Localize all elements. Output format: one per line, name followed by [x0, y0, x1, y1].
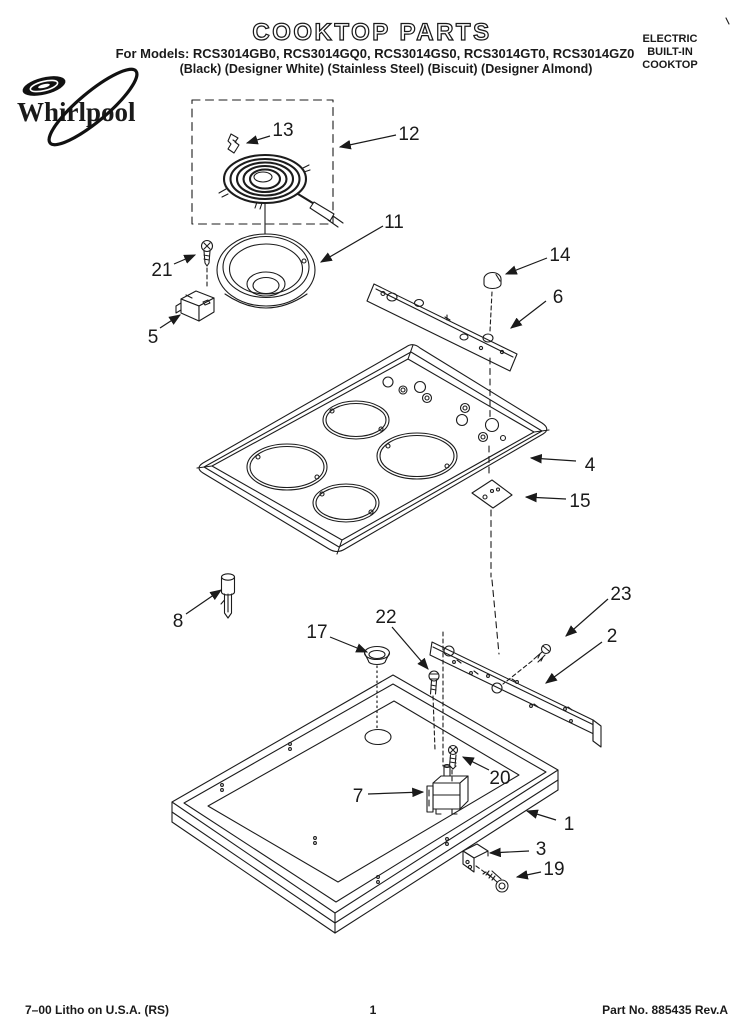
part-19-screw: [482, 870, 509, 893]
callout-arrow-13: [245, 135, 271, 145]
callout-label-20: 20: [489, 768, 510, 789]
burner-opening-right: [376, 432, 458, 480]
burner-opening-front: [312, 483, 380, 523]
part-12-element-kit-box: [191, 99, 334, 225]
callout-arrow-4: [529, 453, 577, 464]
callout-label-15: 15: [569, 491, 590, 512]
callout-labels: 13 12 21 11 5 14 6 4 15 8 17 22 23 2 20 …: [148, 120, 632, 880]
footer-page-number: 1: [370, 1003, 377, 1017]
callout-arrow-20: [461, 756, 490, 771]
page-footer: 7–00 Litho on U.S.A. (RS) 1 Part No. 885…: [25, 1003, 728, 1017]
product-type-line-1: ELECTRIC: [643, 33, 698, 45]
whirlpool-logo: Whirlpool: [17, 67, 139, 147]
part-11-drip-bowl: [216, 233, 316, 309]
part-4-cooktop-main-top: [196, 344, 550, 555]
part-1-burner-box: [171, 674, 559, 934]
callout-label-17: 17: [306, 622, 327, 643]
callout-arrow-23: [565, 598, 609, 637]
scan-mark: [725, 17, 730, 25]
part-12-coil-element: [218, 153, 344, 293]
callout-label-14: 14: [549, 245, 571, 266]
part-14-thermostat-knob: [483, 272, 502, 332]
callout-arrow-19: [515, 870, 542, 880]
burner-opening-left-front: [246, 443, 328, 491]
callout-arrow-14: [504, 257, 548, 275]
callout-label-11: 11: [384, 212, 404, 233]
callout-arrow-17: [329, 636, 369, 653]
burner-box-screw-holes: [220, 742, 449, 884]
callout-label-12: 12: [398, 124, 419, 145]
callout-arrow-11: [319, 225, 384, 263]
callout-arrow-12: [338, 134, 397, 150]
callout-label-7: 7: [353, 786, 364, 807]
part-3-support-bracket: [462, 843, 495, 880]
callout-arrow-5: [159, 314, 182, 329]
page-header: COOKTOP PARTS For Models: RCS3014GB0, RC…: [116, 17, 730, 76]
burner-opening-left-rear: [322, 400, 390, 440]
part-22-screw: [428, 670, 440, 751]
footer-litho-note: 7–00 Litho on U.S.A. (RS): [25, 1003, 169, 1017]
callout-arrow-22: [391, 626, 429, 670]
callout-label-23: 23: [610, 584, 631, 605]
part-7-surface-unit-switch: [426, 763, 469, 815]
part-17-grommet: [363, 645, 391, 729]
callout-arrow-8: [185, 589, 222, 615]
models-line: For Models: RCS3014GB0, RCS3014GQ0, RCS3…: [116, 46, 635, 61]
callout-label-21: 21: [151, 260, 172, 281]
callout-label-6: 6: [553, 287, 564, 308]
footer-part-number: Part No. 885435 Rev.A: [602, 1003, 728, 1017]
callout-arrow-7: [367, 787, 425, 798]
callout-arrow-6: [510, 300, 547, 329]
callout-arrow-2: [545, 641, 603, 684]
part-13-element-clip: [227, 133, 240, 154]
part-8-spacer-standoff: [220, 573, 236, 619]
callout-label-1: 1: [564, 814, 575, 835]
callout-label-8: 8: [173, 611, 184, 632]
burner-box-floor-hole: [364, 728, 392, 746]
part-23-screw: [502, 643, 552, 685]
finishes-line: (Black) (Designer White) (Stainless Stee…: [180, 62, 593, 76]
callout-leader-arrows: [159, 134, 609, 880]
part-6-control-trim-panel: [366, 283, 518, 372]
callout-arrow-3: [488, 847, 530, 858]
callout-label-19: 19: [543, 859, 564, 880]
part-2-mounting-bracket: [429, 641, 602, 748]
callout-arrow-15: [524, 492, 567, 503]
callout-label-4: 4: [585, 455, 596, 476]
part-21-screw: [200, 239, 214, 290]
part-5-element-receptacle: [175, 290, 215, 322]
callout-label-3: 3: [536, 839, 547, 860]
product-type-line-3: COOKTOP: [642, 59, 697, 71]
part-20-screw: [447, 744, 459, 782]
callout-label-13: 13: [272, 120, 293, 141]
logo-swoosh: [47, 67, 139, 147]
construction-dashes: [442, 357, 500, 767]
product-type-line-2: BUILT-IN: [647, 46, 693, 58]
whirlpool-swirl-icon: [22, 76, 66, 96]
callout-arrow-21: [173, 254, 197, 265]
callout-label-2: 2: [607, 626, 618, 647]
part-15-terminal-shield-plate: [471, 479, 513, 509]
callout-arrow-1: [525, 809, 557, 821]
bracket-screw-marks: [452, 659, 573, 723]
page-title: COOKTOP PARTS: [252, 19, 491, 46]
callout-label-5: 5: [148, 327, 159, 348]
callout-label-22: 22: [375, 607, 396, 628]
cooktop-mounting-holes: [382, 376, 507, 443]
